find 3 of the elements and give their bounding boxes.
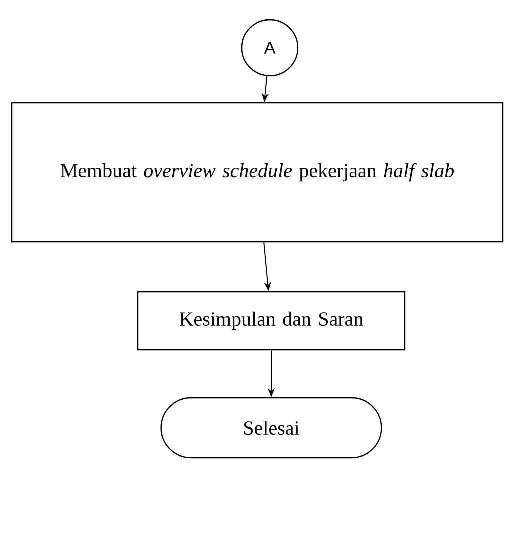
process-box: Membuat overview schedule pekerjaan half slab <box>11 102 504 243</box>
process-box: Kesimpulan dan Saran <box>137 291 406 351</box>
terminator: Selesai <box>160 397 382 459</box>
